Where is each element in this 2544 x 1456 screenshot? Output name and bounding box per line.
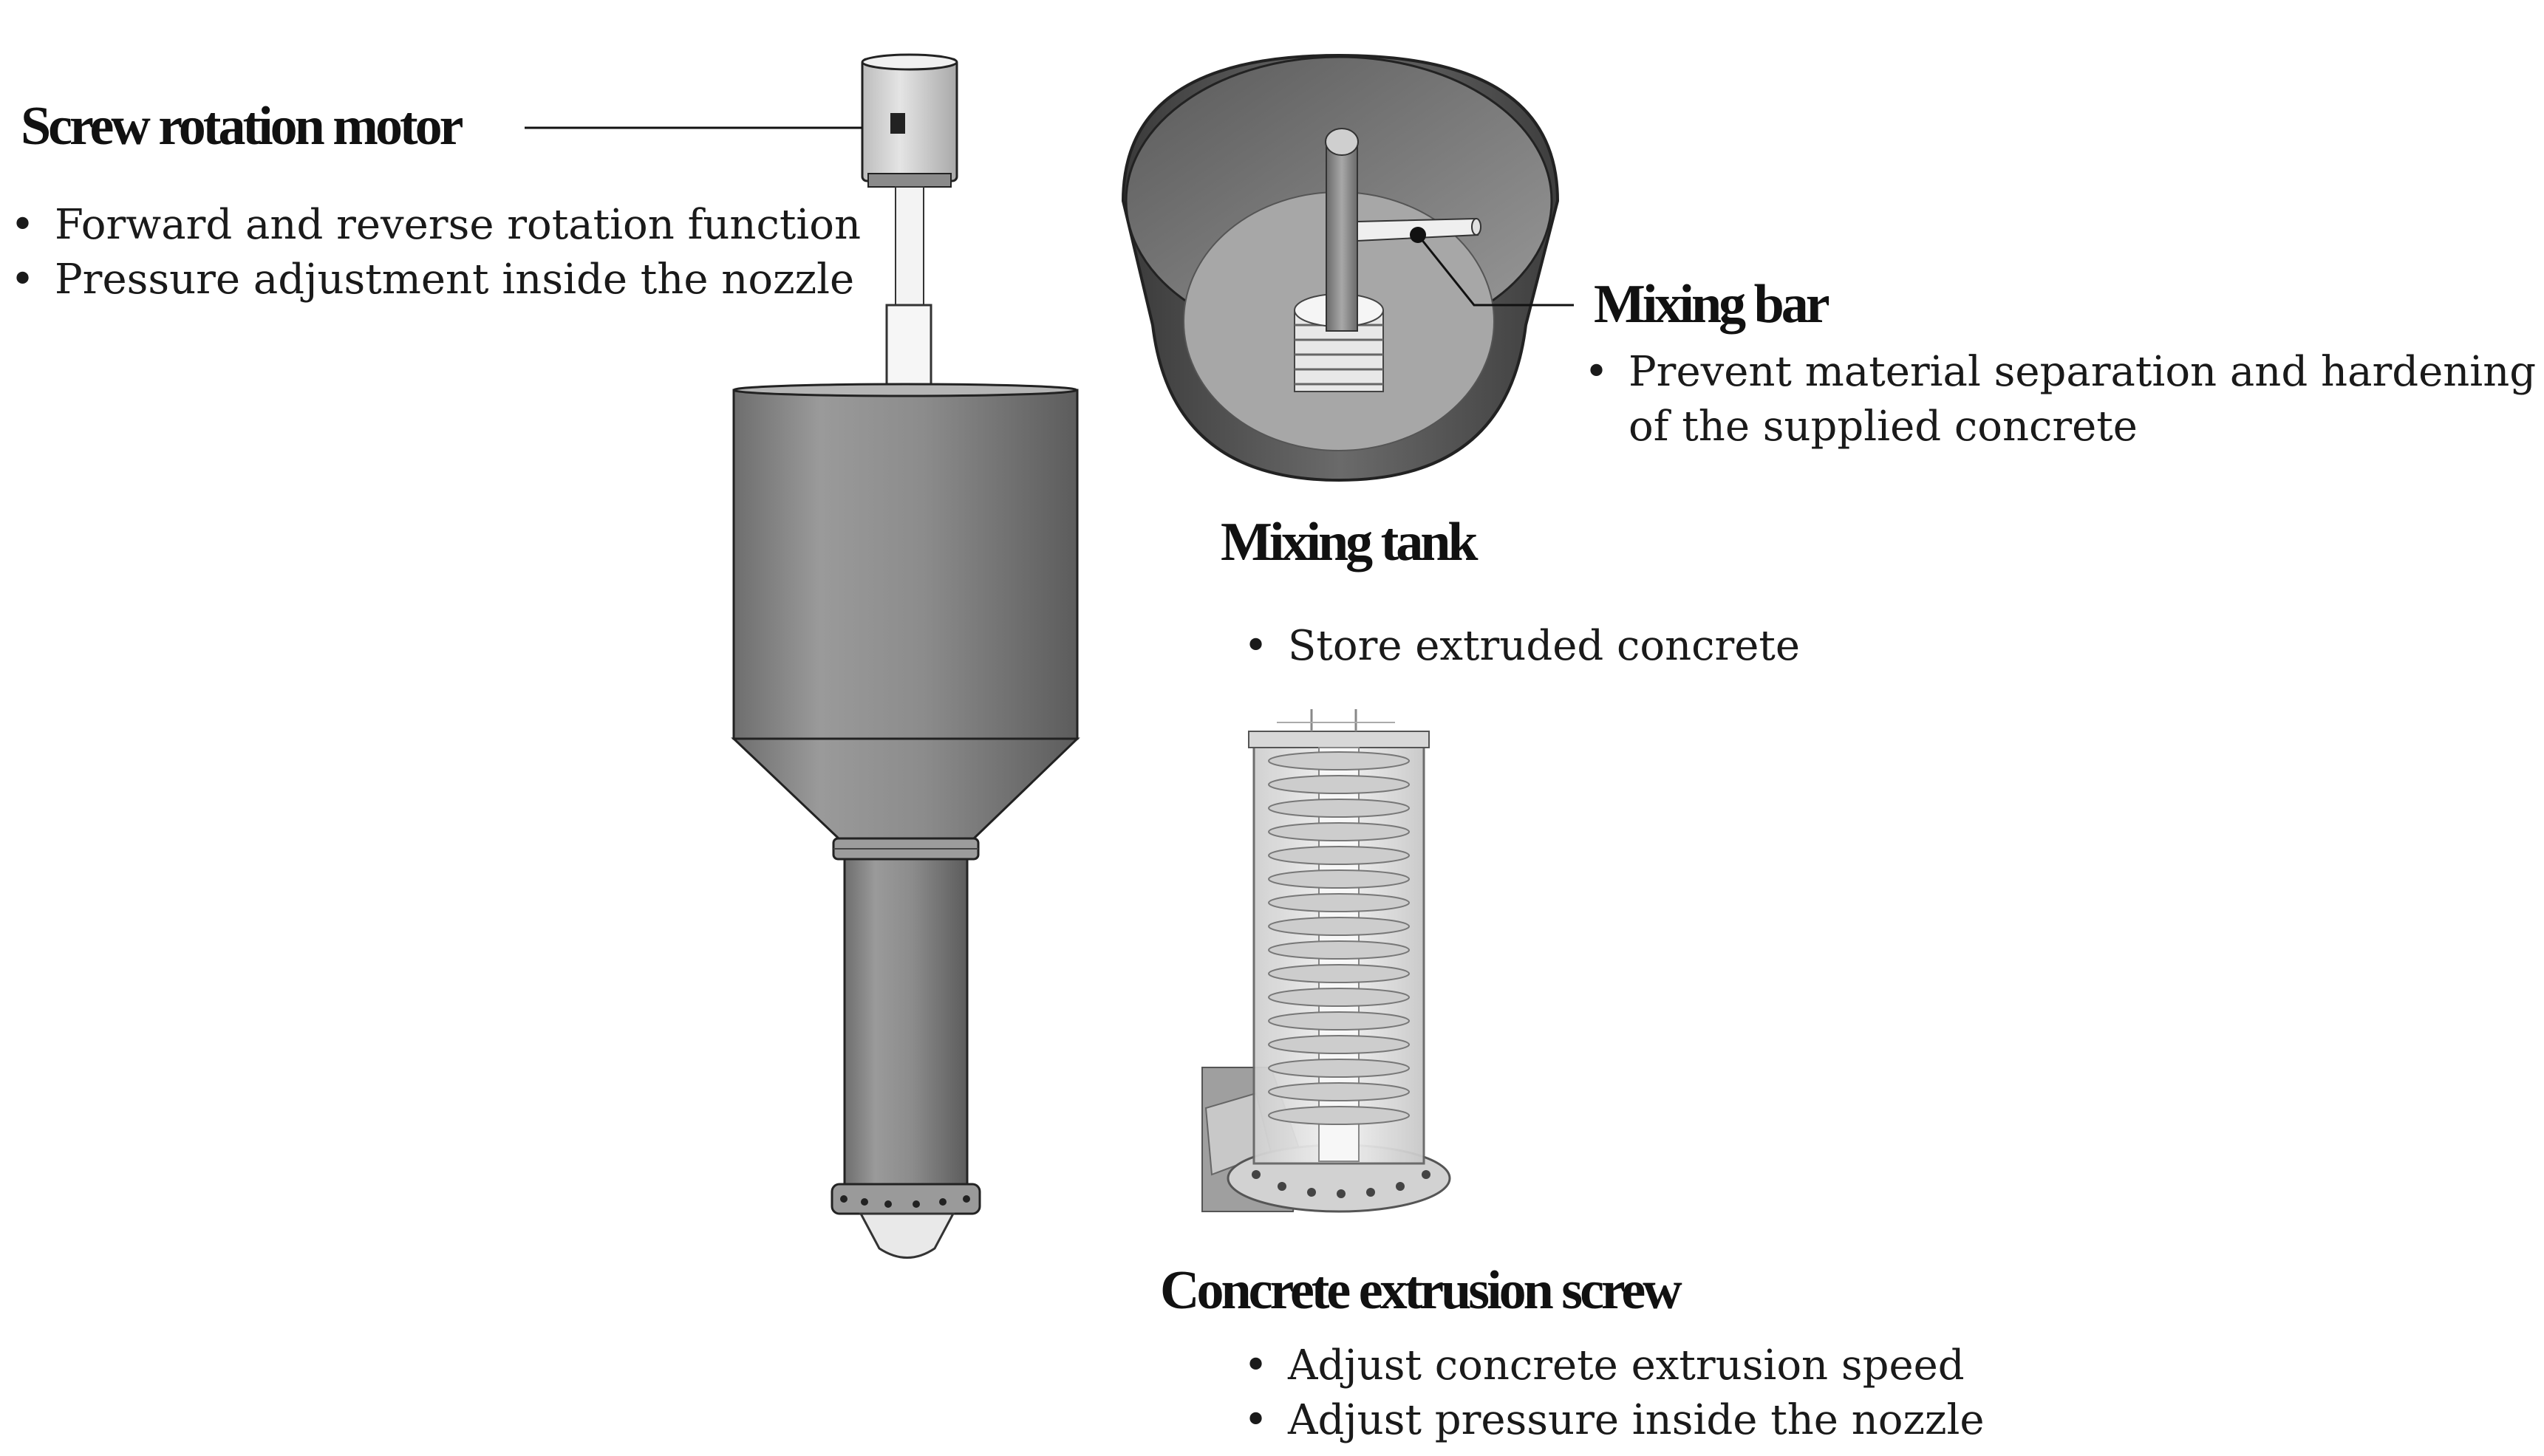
mixing-bar-bullet-1: Prevent material separation and hardenin… [1584, 345, 2537, 454]
screw-bullet-2: Adjust pressure inside the nozzle [1244, 1393, 1985, 1448]
lower-flange [831, 1183, 981, 1215]
mixing-bar-title: Mixing bar [1594, 274, 1830, 335]
motor-bullet-1: Forward and reverse rotation function [10, 198, 861, 253]
screw-bullet-1: Adjust concrete extrusion speed [1244, 1339, 1985, 1393]
mixing-tank-bullets: Store extruded concrete [1244, 619, 1800, 674]
motor-shaft [885, 186, 932, 393]
screw-base-bolts [1252, 1170, 1430, 1198]
screw-cutaway-view [1201, 709, 1451, 1213]
motor-housing [861, 53, 958, 188]
leader-lines [525, 126, 1574, 307]
upper-flange [832, 837, 980, 861]
mixing-bar-leader-line [1416, 234, 1574, 307]
mixing-tank-view [1121, 53, 1560, 482]
mixing-bar-bullets: Prevent material separation and hardenin… [1584, 345, 2537, 454]
mixing-tank-title: Mixing tank [1221, 512, 1479, 573]
hopper-cylinder [732, 383, 1079, 740]
assembled-device [731, 53, 1080, 1259]
tank-center-rod [1326, 141, 1358, 332]
screw-flights [1268, 751, 1410, 1125]
motor-bullets: Forward and reverse rotation function Pr… [10, 198, 861, 307]
screw-bullets: Adjust concrete extrusion speed Adjust p… [1244, 1339, 1985, 1448]
mixing-bar-leader-dot [1410, 227, 1426, 243]
motor-bullet-2: Pressure adjustment inside the nozzle [10, 253, 861, 307]
screw-title: Concrete extrusion screw [1160, 1260, 1682, 1321]
mixing-tank-bullet-1: Store extruded concrete [1244, 619, 1800, 674]
nozzle-tube [843, 858, 969, 1186]
hopper-cone [731, 737, 1080, 840]
nozzle-tip [859, 1212, 955, 1259]
motor-title: Screw rotation motor [21, 96, 463, 157]
